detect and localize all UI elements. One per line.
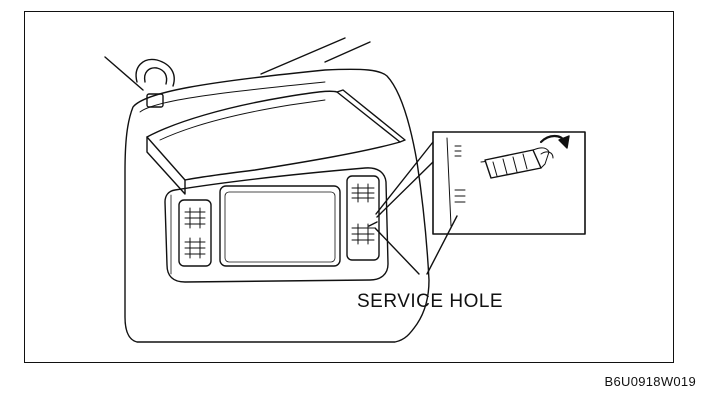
right-lamp	[346, 175, 380, 261]
sun-visor-body	[124, 68, 430, 343]
inset-leader-lines	[375, 141, 434, 218]
sun-visor-illustration	[104, 37, 586, 343]
service-hole-leader-lines	[374, 215, 458, 275]
visor-mount-clip	[135, 58, 175, 108]
vanity-mirror-cover	[146, 89, 406, 195]
vanity-mirror-housing	[164, 167, 389, 283]
service-hole-label: SERVICE HOLE	[357, 291, 504, 312]
headliner-lines	[104, 37, 371, 91]
mirror-glass	[219, 185, 341, 267]
screwdriver-tool	[484, 147, 554, 179]
service-hole-detail-inset	[432, 131, 586, 235]
illustration-frame: SERVICE HOLE	[24, 11, 674, 363]
rotation-arrow-icon	[539, 134, 570, 149]
figure-code: B6U0918W019	[604, 374, 696, 389]
left-lamp	[178, 199, 212, 267]
